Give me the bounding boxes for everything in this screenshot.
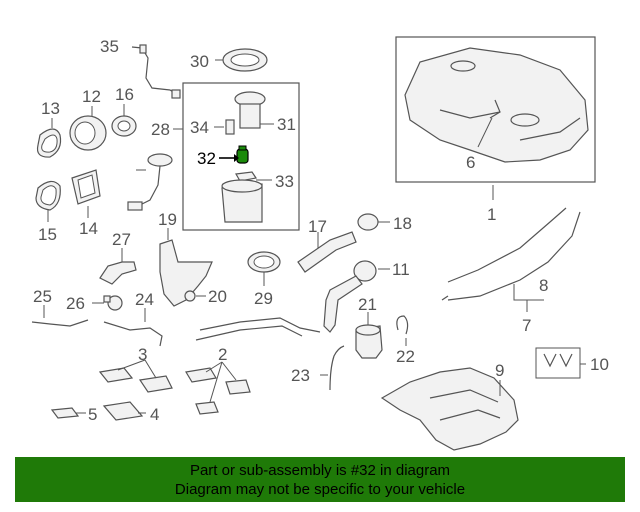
label-8: 8 [539,276,548,295]
label-19: 19 [158,210,177,229]
canister-part-21 [355,324,383,359]
part-info-banner: Part or sub-assembly is #32 in diagram D… [15,457,625,502]
fitting-part [225,119,235,135]
filter-element-part [221,171,263,223]
filler-neck-part-11 [195,260,377,341]
ring-part-29 [247,251,281,273]
pad-part-5 [50,407,80,419]
pipe-part-24 [103,321,163,347]
hose-part-23 [329,345,345,391]
label-17: 17 [308,217,327,236]
label-24: 24 [135,290,154,309]
parts-diagram: 1 2 3 4 5 6 7 8 9 10 11 12 13 14 15 16 1… [31,36,609,451]
filler-hose-part-17 [297,231,357,273]
label-9: 9 [495,361,504,380]
label-5: 5 [88,405,97,424]
pads-part-2 [185,367,251,415]
label-1: 1 [487,205,496,224]
label-32: 32 [197,149,216,168]
clips-part-10 [535,347,581,379]
bracket-part-27 [99,261,137,285]
pump-assembly-part [234,91,266,129]
bracket-part-19 [159,239,213,307]
straps-part-8 [441,207,581,301]
fuel-pump-subassembly-box [182,82,300,231]
label-6: 6 [466,153,475,172]
ring-part-16 [111,115,137,137]
label-28: 28 [151,120,170,139]
label-16: 16 [115,85,134,104]
cover-part-12 [69,115,107,151]
gasket-inner-15 [40,185,57,206]
hose-part-22 [396,315,409,335]
clamp-part-26 [103,295,123,311]
hose-part-25 [31,319,89,327]
label-25: 25 [33,287,52,306]
sender-wire-part [131,44,181,99]
label-29: 29 [254,289,273,308]
label-21: 21 [358,295,377,314]
label-14: 14 [79,219,98,238]
label-2: 2 [218,345,227,364]
label-35: 35 [100,37,119,56]
pads-part-3 [98,367,173,393]
label-26: 26 [66,294,85,313]
label-22: 22 [396,347,415,366]
fuel-filter-part-32 [236,145,249,164]
pad-part-4 [102,401,144,421]
label-12: 12 [82,87,101,106]
fuel-tank-inset-box [395,36,596,183]
cap-part-18 [357,213,379,231]
lock-ring-part [222,48,268,72]
label-7: 7 [522,316,531,335]
heat-shield-part-9 [380,367,519,451]
label-23: 23 [291,366,310,385]
banner-line-2: Diagram may not be specific to your vehi… [174,481,466,498]
label-33: 33 [275,172,294,191]
plate-part-14 [71,169,101,205]
clip-part-20 [184,290,196,302]
label-4: 4 [150,405,159,424]
sender-unit-part-36 [127,153,173,211]
label-3: 3 [138,345,147,364]
label-10: 10 [590,355,609,374]
label-11: 11 [392,260,410,279]
label-15: 15 [38,225,57,244]
label-34: 34 [190,118,209,137]
label-13: 13 [41,99,60,118]
label-18: 18 [393,214,412,233]
label-30: 30 [190,52,209,71]
label-31: 31 [277,115,296,134]
banner-line-1: Part or sub-assembly is #32 in diagram [189,462,451,479]
label-20: 20 [208,287,227,306]
gasket-inner-13 [41,134,58,153]
fuel-tank [404,47,589,163]
label-27: 27 [112,230,131,249]
